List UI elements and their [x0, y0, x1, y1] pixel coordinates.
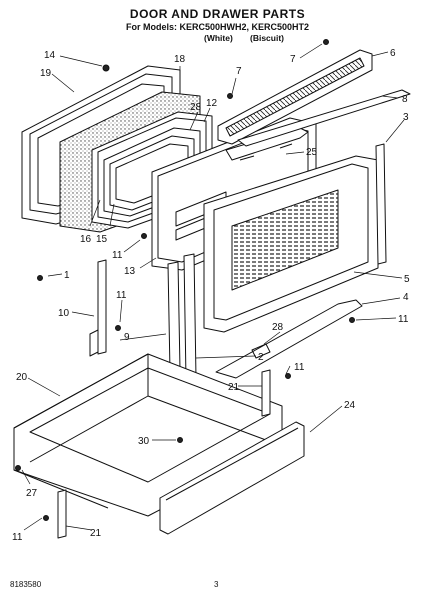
- callout-4: 4: [403, 292, 409, 303]
- drawer-slide-left: [57, 489, 67, 539]
- callout-6: 6: [390, 48, 396, 59]
- leader-lines: [21, 43, 405, 531]
- right-hinge-channel: [375, 143, 387, 265]
- callout-28-bottom: 28: [272, 322, 284, 333]
- page-number: 3: [214, 580, 219, 589]
- callout-28-top: 28: [190, 102, 202, 113]
- callout-27: 27: [26, 488, 38, 499]
- callout-10: 10: [58, 308, 70, 319]
- callout-7-right: 7: [290, 54, 296, 65]
- center-hinge-channels: [167, 253, 197, 381]
- callout-14: 14: [44, 50, 56, 61]
- callout-20: 20: [16, 372, 28, 383]
- outer-door-panel: [203, 155, 379, 333]
- callout-13: 13: [124, 266, 136, 277]
- callout-15: 15: [96, 234, 108, 245]
- callout-16: 16: [80, 234, 92, 245]
- door-bracket: [215, 299, 363, 379]
- callout-12: 12: [206, 98, 218, 109]
- callout-11-left: 11: [116, 290, 127, 301]
- callout-8: 8: [402, 94, 408, 105]
- screw-icons: [15, 39, 355, 521]
- callout-25: 25: [306, 147, 318, 158]
- callout-2: 2: [258, 352, 264, 363]
- callout-11-drawer: 11: [294, 362, 305, 373]
- callout-labels: 14 19 18 7 7 6 8 28 12 3 25 16 15 11 13 …: [12, 48, 410, 543]
- variant-biscuit: (Biscuit): [250, 33, 284, 43]
- callout-1: 1: [64, 270, 70, 281]
- diagram-title: DOOR AND DRAWER PARTS: [129, 7, 306, 21]
- callout-18: 18: [174, 54, 186, 65]
- callout-3: 3: [403, 112, 409, 123]
- trim-strip: [237, 89, 411, 147]
- callout-11-right: 11: [398, 314, 409, 325]
- part-code: 8183580: [10, 580, 42, 589]
- callout-11-upper: 11: [112, 250, 123, 261]
- callout-24: 24: [344, 400, 356, 411]
- callout-7-left: 7: [236, 66, 242, 77]
- drawer-front: [159, 421, 305, 535]
- drawer-slide-right: [261, 369, 271, 417]
- callout-21-left: 21: [90, 528, 102, 539]
- callout-5: 5: [404, 274, 410, 285]
- left-hinge: [89, 259, 107, 357]
- callout-21-right: 21: [228, 382, 240, 393]
- vent-grille: [217, 49, 373, 145]
- callout-19: 19: [40, 68, 52, 79]
- callout-11-bottom: 11: [12, 532, 23, 543]
- variant-white: (White): [204, 33, 233, 43]
- callout-9: 9: [124, 332, 130, 343]
- models-line: For Models: KERC500HWH2, KERC500HT2: [125, 22, 310, 32]
- callout-30: 30: [138, 436, 150, 447]
